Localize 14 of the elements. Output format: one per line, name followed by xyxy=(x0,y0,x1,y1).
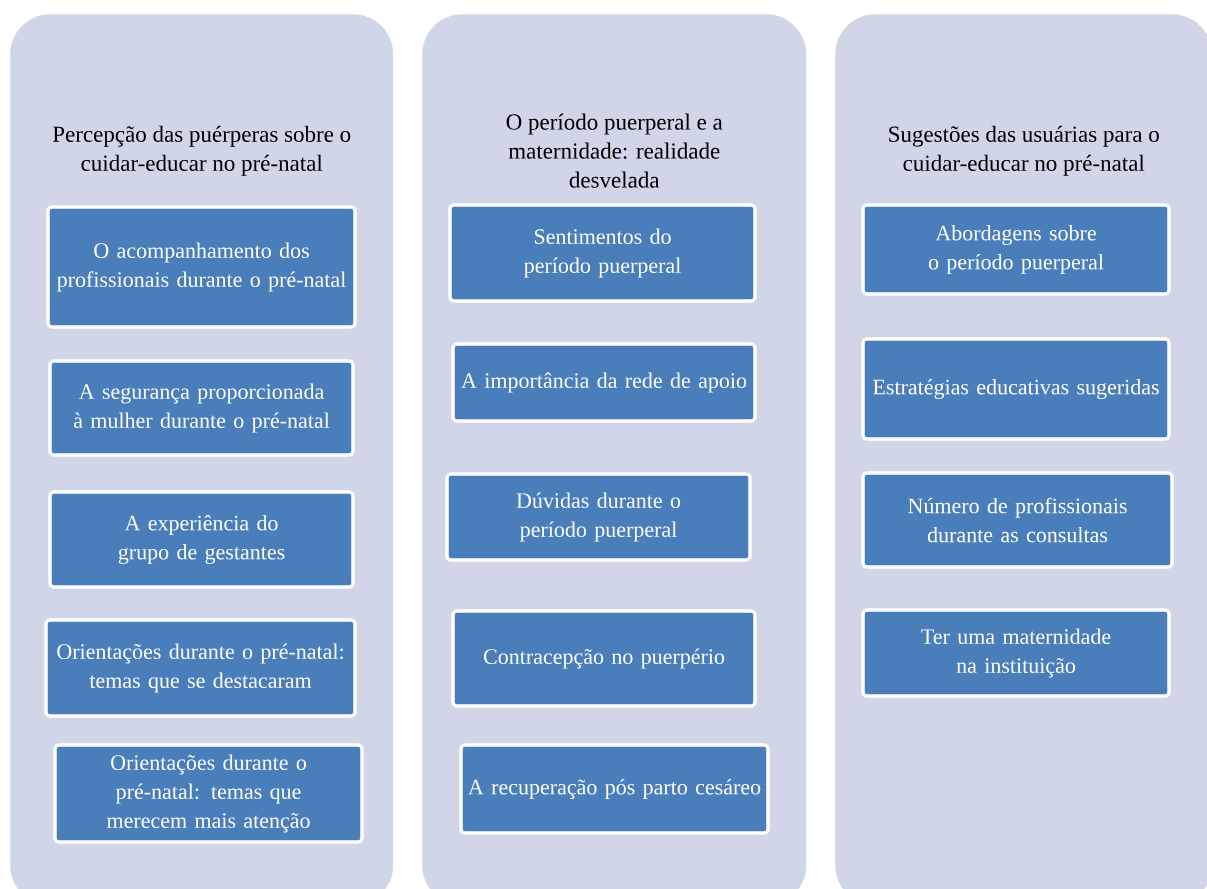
theme-box: A recuperação pós parto cesáreo xyxy=(459,743,770,835)
theme-box: Abordagens sobre o período puerperal xyxy=(861,203,1171,296)
theme-box: Orientações durante o pré-natal: temas que se destacaram xyxy=(44,618,357,718)
theme-box: Estratégias educativas sugeridas xyxy=(861,337,1171,441)
theme-box: O acompanhamento dos profissionais durante o pré-natal xyxy=(46,205,357,329)
theme-box: Contracepção no puerpério xyxy=(451,609,757,708)
theme-box: A segurança proporcionada à mulher durante o pré-natal xyxy=(48,359,355,457)
theme-box: Sentimentos do período puerperal xyxy=(448,203,757,303)
theme-box: A importância da rede de apoio xyxy=(451,342,757,423)
theme-box: Número de profissionais durante as consultas xyxy=(861,471,1174,569)
theme-box: Dúvidas durante o período puerperal xyxy=(445,472,752,562)
theme-box: A experiência do grupo de gestantes xyxy=(48,490,355,589)
theme-box: Ter uma maternidade na instituição xyxy=(861,608,1171,698)
theme-box: Orientações durante o pré-natal: temas que merecem mais atenção xyxy=(53,743,364,844)
